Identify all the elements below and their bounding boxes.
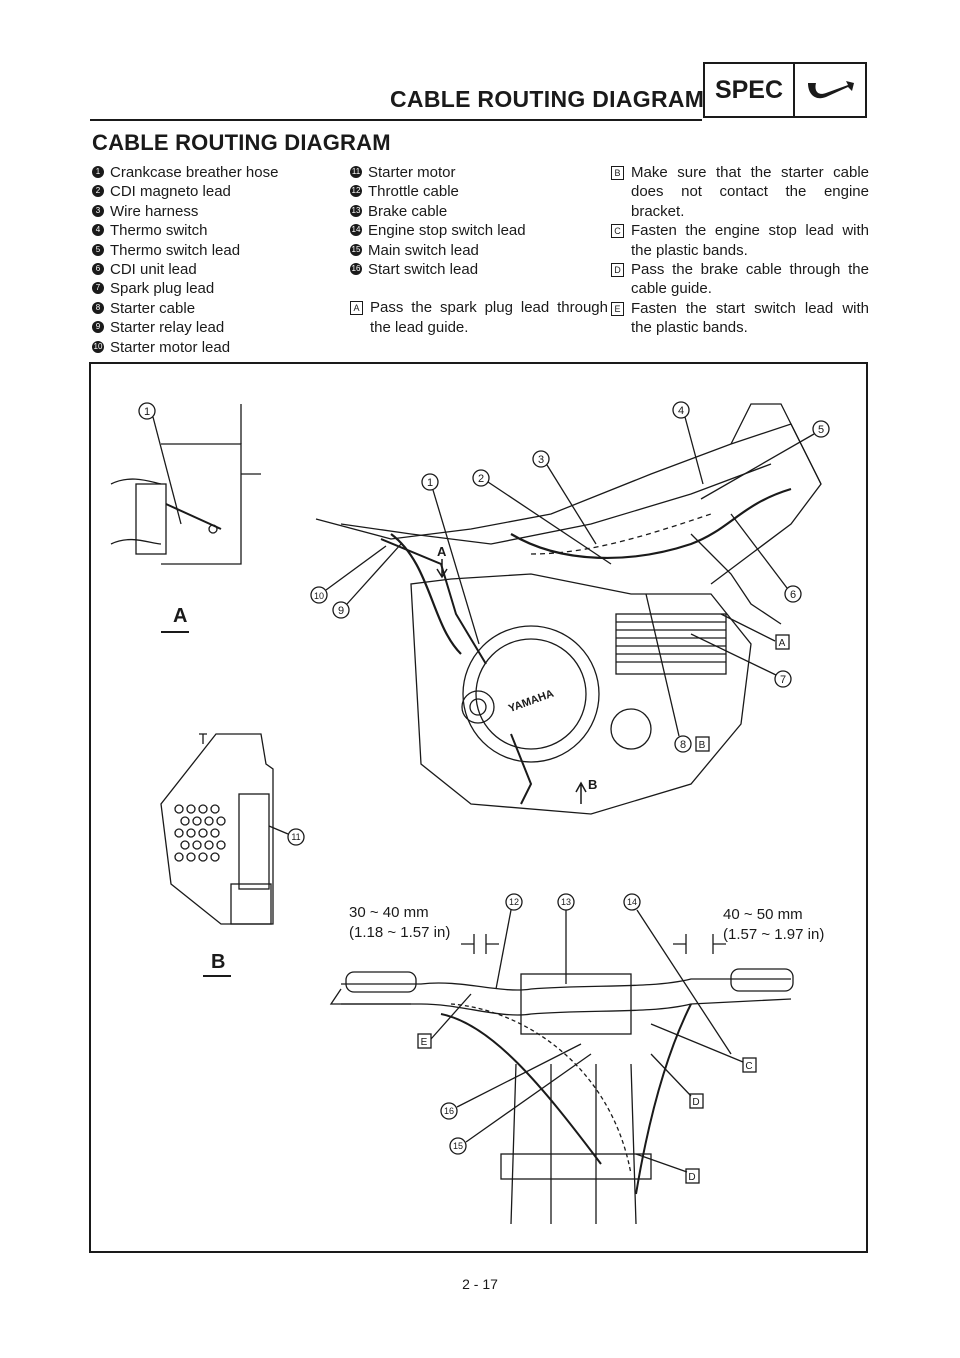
- svg-text:B: B: [699, 740, 706, 751]
- svg-text:A: A: [779, 638, 786, 649]
- svg-text:8: 8: [680, 739, 686, 751]
- svg-text:C: C: [745, 1061, 752, 1072]
- callouts-main: 1 1 2 3 4 5 6 7 8 9 10: [138, 401, 830, 753]
- svg-text:12: 12: [509, 897, 519, 907]
- dim-left-1: 30 ~ 40 mm: [349, 904, 429, 921]
- dimension-marks: [461, 934, 726, 954]
- svg-text:14: 14: [627, 897, 637, 907]
- svg-text:2: 2: [478, 473, 484, 485]
- svg-text:16: 16: [444, 1106, 454, 1116]
- svg-text:1: 1: [144, 406, 150, 418]
- handlebar-view: [329, 968, 794, 1225]
- svg-text:E: E: [421, 1037, 428, 1048]
- view-b-detail: [160, 733, 274, 925]
- note-boxes-main: A B: [695, 613, 790, 752]
- page-number: 2 - 17: [462, 1276, 498, 1292]
- dim-right-1: 40 ~ 50 mm: [723, 906, 803, 923]
- note-boxes-handlebar: E C D D: [417, 993, 757, 1184]
- svg-text:11: 11: [291, 832, 300, 842]
- view-a-label: A: [173, 605, 187, 627]
- spec-badge: SPEC: [703, 62, 867, 118]
- callouts-handlebar: 12 13 14 15 16: [440, 893, 732, 1155]
- arrow-a-label: A: [437, 544, 447, 559]
- engine-brand: YAMAHA: [507, 688, 556, 715]
- svg-text:5: 5: [818, 424, 824, 436]
- spec-label: SPEC: [705, 64, 795, 116]
- view-a-detail: [110, 404, 261, 565]
- svg-text:13: 13: [561, 897, 571, 907]
- svg-text:4: 4: [678, 405, 684, 417]
- svg-text:10: 10: [314, 591, 324, 601]
- section-title: CABLE ROUTING DIAGRAM: [92, 130, 391, 155]
- header-rule: [90, 119, 702, 121]
- motorcycle-frame-view: [315, 403, 822, 815]
- dim-right-2: (1.57 ~ 1.97 in): [723, 926, 824, 943]
- view-b-label: B: [211, 951, 225, 973]
- svg-text:D: D: [688, 1172, 695, 1183]
- dim-left-2: (1.18 ~ 1.57 in): [349, 924, 450, 941]
- svg-text:15: 15: [453, 1141, 463, 1151]
- svg-text:3: 3: [538, 454, 544, 466]
- svg-text:7: 7: [780, 674, 786, 686]
- arrow-b-label: B: [588, 777, 597, 792]
- svg-text:6: 6: [790, 589, 796, 601]
- header-title: CABLE ROUTING DIAGRAM: [390, 86, 705, 112]
- svg-text:9: 9: [338, 605, 344, 617]
- callout-11: 11: [268, 825, 305, 846]
- svg-text:D: D: [692, 1097, 699, 1108]
- wrench-icon: [795, 64, 865, 116]
- svg-text:1: 1: [427, 477, 433, 489]
- diagram-frame: A YAMAHA A B 1: [89, 362, 868, 1253]
- cable-routing-illustration: A YAMAHA A B 1: [110, 401, 830, 1225]
